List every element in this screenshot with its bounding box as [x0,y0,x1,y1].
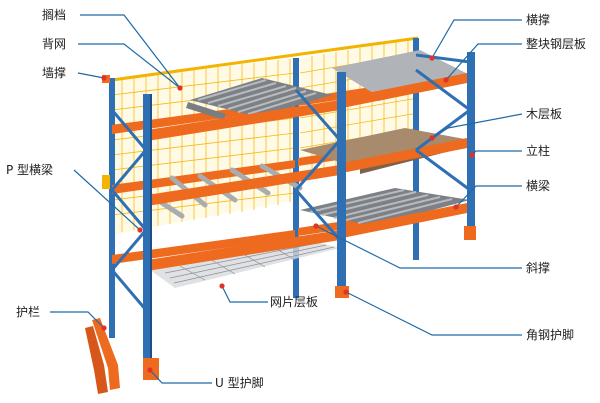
label-mesh-deck: 网片层板 [270,295,319,309]
label-top-stopper: 搁档 [42,8,67,22]
side-bracing [110,53,471,311]
label-upright: 立柱 [526,144,551,158]
label-top-tie: 横撑 [526,13,551,27]
front-uprights [143,52,475,366]
callout-dots [101,55,475,373]
label-diagonal-brace: 斜撑 [526,261,551,275]
steel-plank-shelf-left [186,78,332,120]
label-wood-deck: 木层板 [526,107,563,121]
label-p-beam: P 型横梁 [6,163,54,177]
label-angle-guard: 角钢护脚 [526,328,575,342]
callout-lines [50,14,523,384]
foot-plates [335,226,476,298]
front-beams [147,72,472,271]
guard-rail [85,318,120,394]
mesh-deck [150,238,340,288]
label-guard-rail: 护栏 [16,305,41,319]
label-beam: 横梁 [526,179,551,193]
label-back-mesh: 背网 [42,37,67,51]
p-beam-bracket [102,175,110,189]
label-wall-brace: 墙撑 [42,66,67,80]
label-u-guard: U 型护脚 [215,376,264,390]
label-steel-deck: 整块钢层板 [526,37,587,51]
